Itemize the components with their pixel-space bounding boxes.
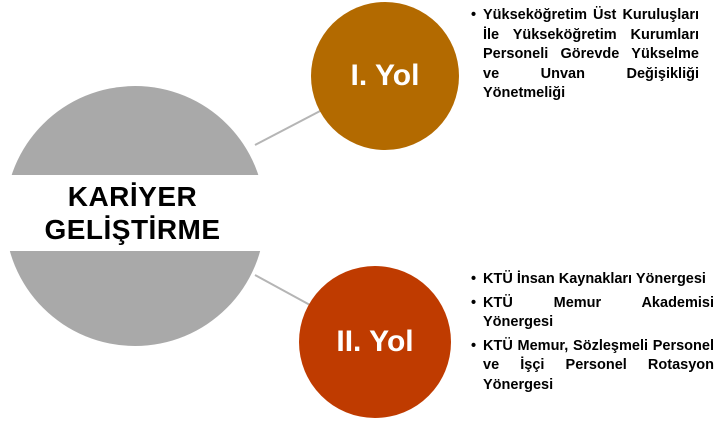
branch-2-label: II. Yol — [336, 325, 414, 358]
main-title-line-2: GELİŞTİRME — [44, 214, 221, 245]
main-title-line-1: KARİYER — [67, 181, 198, 212]
branch-2-item: KTÜ Memur, Sözleşmeli Personel ve İşçi P… — [471, 337, 714, 396]
branch-1-item-list: Yükseköğretim Üst Kuruluşları İle Yüksek… — [471, 6, 699, 108]
branch-2-item: KTÜ Memur Akademisi Yönergesi — [471, 294, 714, 333]
branch-2-circle: II. Yol — [299, 266, 451, 418]
connector-line-2 — [254, 274, 311, 306]
main-topic-title: KARİYER GELİŞTİRME — [44, 180, 220, 246]
connector-line-1 — [254, 109, 323, 146]
branch-1-label: I. Yol — [350, 59, 420, 92]
branch-2-item-list: KTÜ İnsan Kaynakları Yönergesi KTÜ Memur… — [471, 270, 714, 399]
branch-1-circle: I. Yol — [311, 2, 459, 150]
branch-2-item: KTÜ İnsan Kaynakları Yönergesi — [471, 270, 714, 290]
main-topic-band: KARİYER GELİŞTİRME — [0, 175, 265, 251]
branch-1-item: Yükseköğretim Üst Kuruluşları İle Yüksek… — [471, 6, 699, 104]
